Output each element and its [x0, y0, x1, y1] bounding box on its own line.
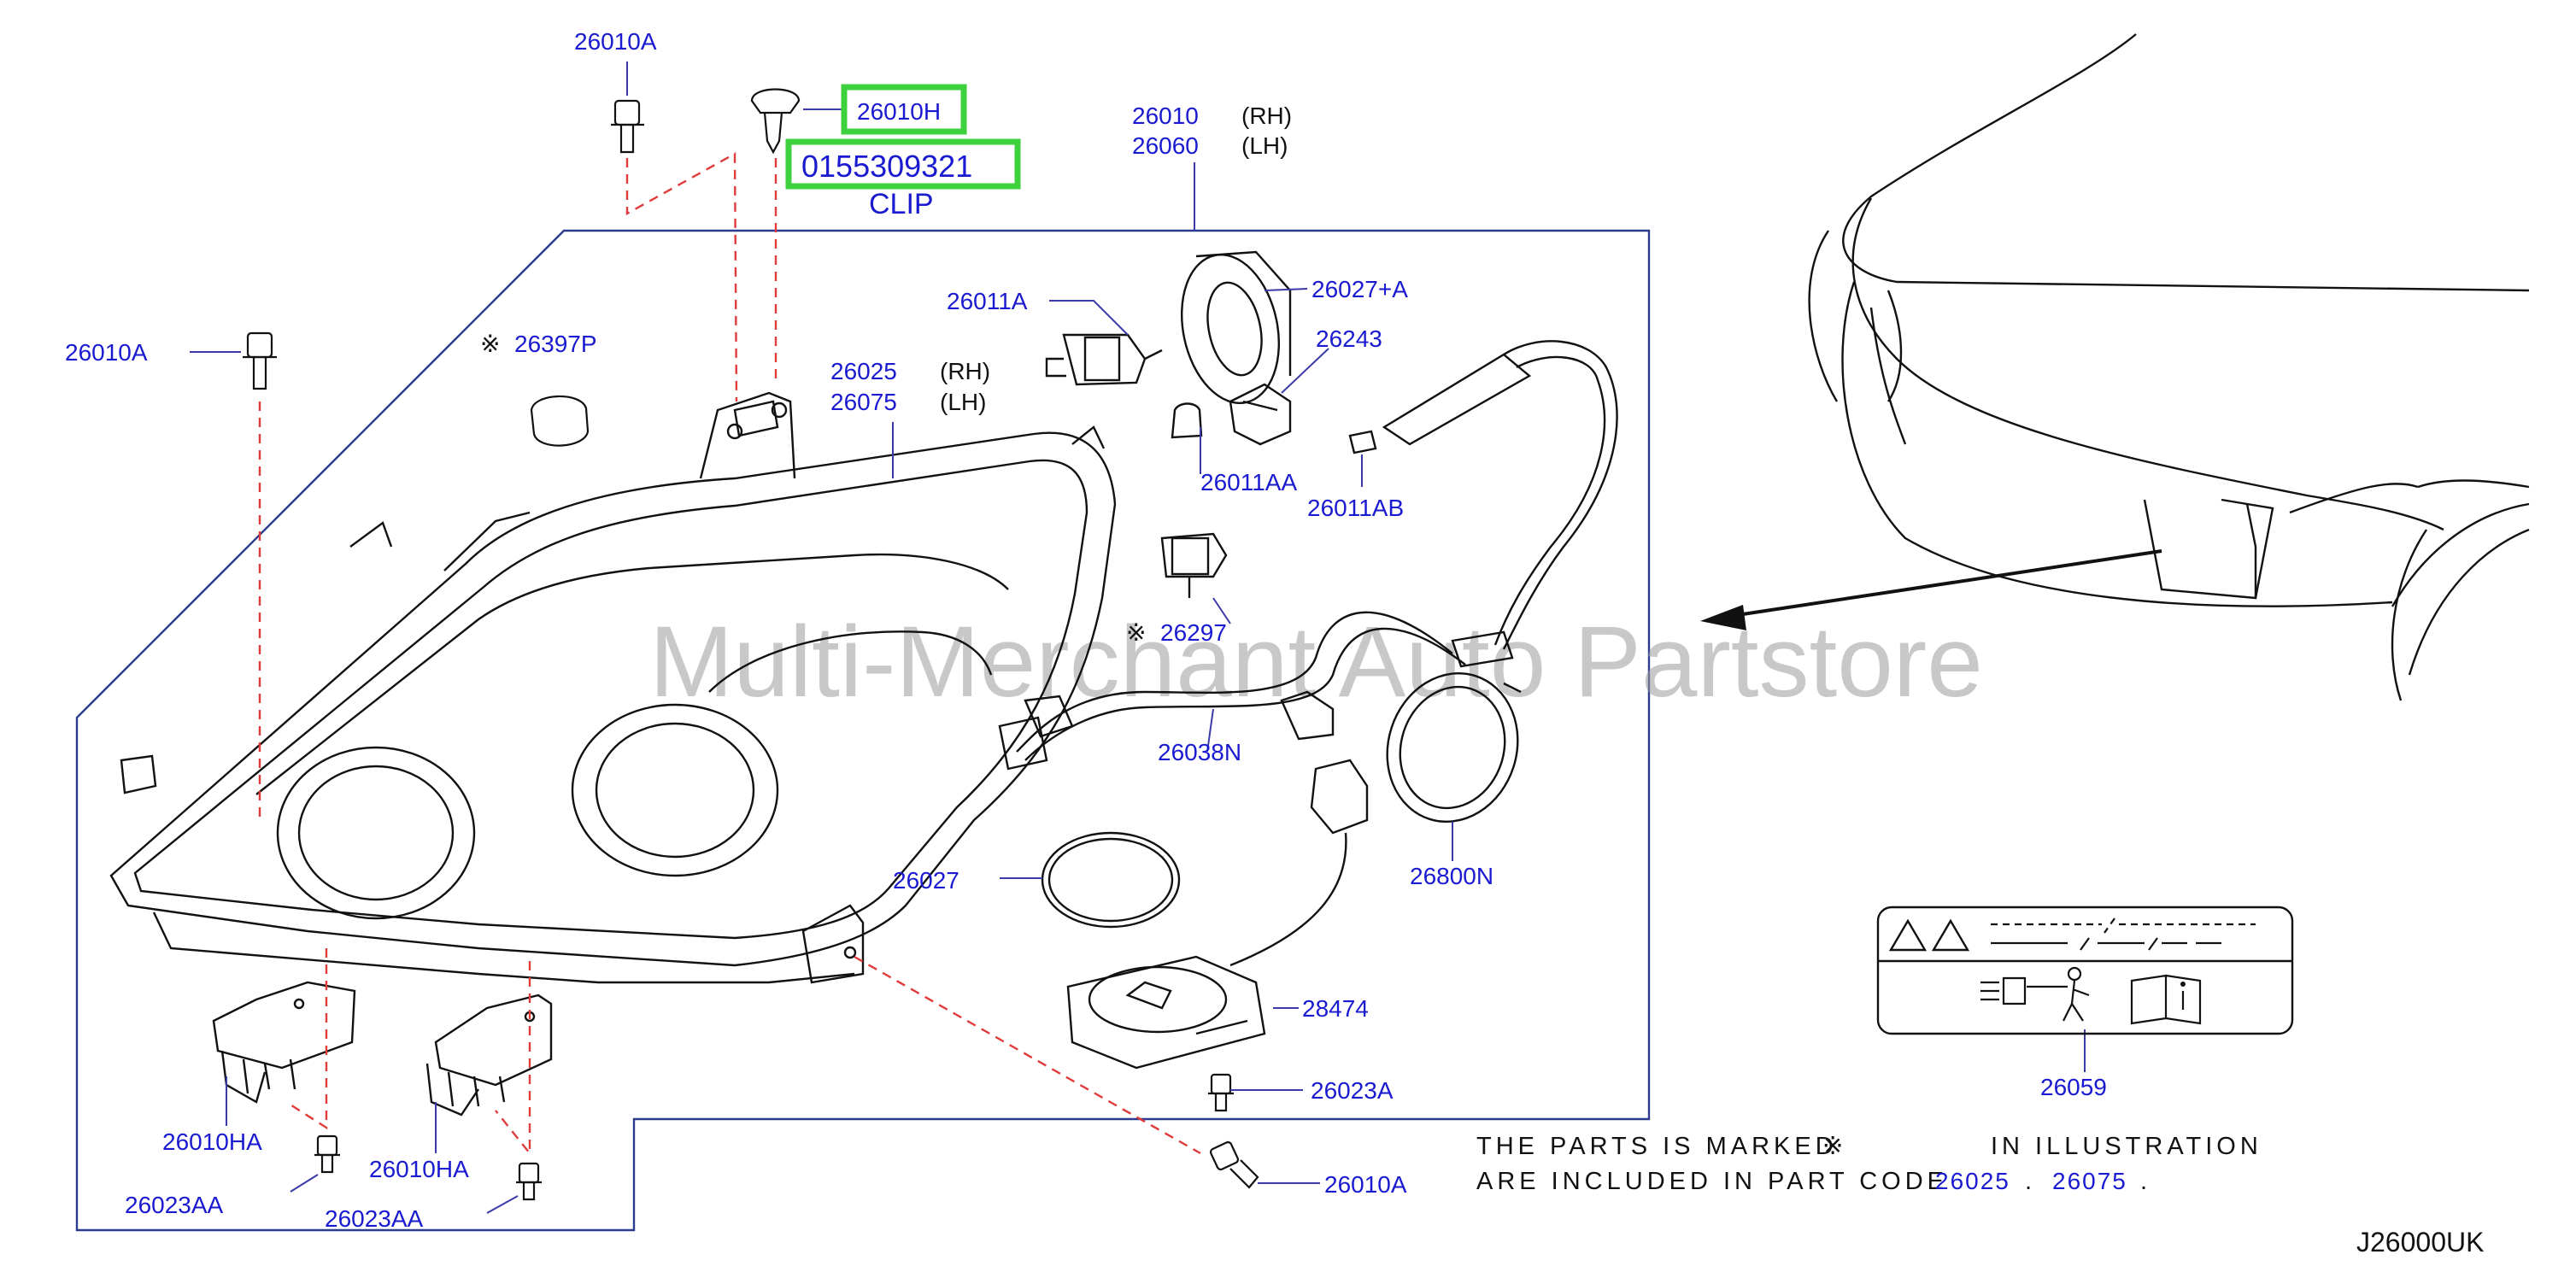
bracket-26010HA-left[interactable]: [212, 981, 356, 1104]
callout-26010H[interactable]: 26010H: [857, 98, 941, 125]
callout-26027A[interactable]: 26027+A: [1311, 276, 1408, 302]
spacer-26397P[interactable]: [530, 395, 590, 447]
callout-28474[interactable]: 28474: [1302, 995, 1369, 1022]
screw-26023A[interactable]: [1208, 1073, 1234, 1112]
callout-26023AA-right[interactable]: 26023AA: [325, 1205, 424, 1232]
callout-26010HA-left[interactable]: 26010HA: [162, 1128, 262, 1155]
callout-26059[interactable]: 26059: [2040, 1074, 2107, 1100]
callout-26010A-left[interactable]: 26010A: [65, 339, 148, 366]
callout-26010A-top[interactable]: 26010A: [574, 28, 657, 55]
callout-26025-rh: (RH): [940, 358, 990, 384]
note-marker-symbol: ※: [1822, 1133, 1847, 1160]
callout-26010HA-right[interactable]: 26010HA: [369, 1156, 469, 1182]
bolt-26010A-top[interactable]: [611, 99, 644, 154]
alignment-lines: [258, 151, 1201, 1157]
bulb-socket-26800N[interactable]: [1368, 656, 1536, 839]
callout-26075[interactable]: 26075: [830, 389, 897, 415]
note-code-26025[interactable]: 26025: [1935, 1168, 2010, 1194]
note-code-26075[interactable]: 26075: [2052, 1168, 2127, 1194]
callout-26011A[interactable]: 26011A: [947, 288, 1028, 314]
callout-26010A-bottom[interactable]: 26010A: [1324, 1171, 1407, 1198]
screw-26023AA-right[interactable]: [516, 1162, 542, 1201]
callout-26023A[interactable]: 26023A: [1311, 1077, 1394, 1104]
note-line1-start: THE PARTS IS MARKED: [1476, 1133, 1838, 1160]
note-end-period: .: [2140, 1168, 2151, 1195]
bulb-26011AB[interactable]: [1348, 430, 1377, 454]
callout-26397P[interactable]: 26397P: [514, 331, 597, 357]
note-line1-end: IN ILLUSTRATION: [1991, 1133, 2262, 1160]
callout-26025[interactable]: 26025: [830, 358, 897, 384]
bolt-26010A-left[interactable]: [243, 331, 277, 390]
callout-26010-rh: (RH): [1241, 103, 1292, 129]
callout-26010[interactable]: 26010: [1132, 103, 1199, 129]
highlight-0155309321: [785, 138, 1021, 190]
bracket-26010HA-right[interactable]: [425, 994, 553, 1117]
callout-0155309321[interactable]: 0155309321: [801, 149, 972, 184]
callout-26297[interactable]: 26297: [1160, 619, 1227, 646]
bulb-26297[interactable]: [1160, 532, 1228, 598]
caution-label-26059[interactable]: [1876, 906, 2294, 1035]
bolt-26010A-bottom[interactable]: [1209, 1140, 1259, 1189]
location-arrow: [1700, 549, 2162, 630]
note-separator: .: [2025, 1168, 2036, 1195]
callout-clip: CLIP: [869, 188, 934, 220]
harness-26038N[interactable]: [998, 340, 1618, 771]
callout-26243[interactable]: 26243: [1316, 325, 1382, 352]
screw-26023AA-left[interactable]: [314, 1134, 340, 1174]
leader-lines: [190, 62, 2086, 1214]
callout-26038N[interactable]: 26038N: [1158, 739, 1241, 765]
highlight-26010H: [841, 84, 967, 135]
note-line2-start: ARE INCLUDED IN PART CODE: [1476, 1168, 1948, 1195]
assembly-frame: [75, 229, 1651, 1232]
callout-26023AA-left[interactable]: 26023AA: [125, 1192, 224, 1218]
bulb-26011AA[interactable]: [1171, 402, 1203, 439]
marker-symbol-26397P: ※: [480, 331, 500, 357]
seal-ring-26027[interactable]: [1041, 831, 1181, 929]
igniter-28474[interactable]: [1066, 759, 1369, 1070]
callout-26060[interactable]: 26060: [1132, 132, 1199, 159]
bulb-26011A[interactable]: [1045, 333, 1163, 386]
callout-26800N[interactable]: 26800N: [1410, 863, 1493, 889]
headlamp-housing[interactable]: [109, 391, 1117, 984]
diagram-code: J26000UK: [2356, 1227, 2484, 1257]
callout-26011AB[interactable]: 26011AB: [1307, 495, 1404, 521]
callout-26060-lh: (LH): [1241, 132, 1288, 159]
clip-26010H[interactable]: [750, 88, 801, 155]
socket-26243[interactable]: [1229, 383, 1292, 446]
callout-26027[interactable]: 26027: [893, 867, 959, 894]
dust-cover-26027A[interactable]: [1169, 245, 1292, 412]
marker-symbol-26297: ※: [1126, 619, 1146, 646]
callout-26011AA[interactable]: 26011AA: [1200, 469, 1297, 495]
watermark: Multi-Merchant Auto Partstore: [649, 606, 1983, 718]
vehicle-front-outline: [1808, 33, 2530, 701]
callout-26075-lh: (LH): [940, 389, 986, 415]
